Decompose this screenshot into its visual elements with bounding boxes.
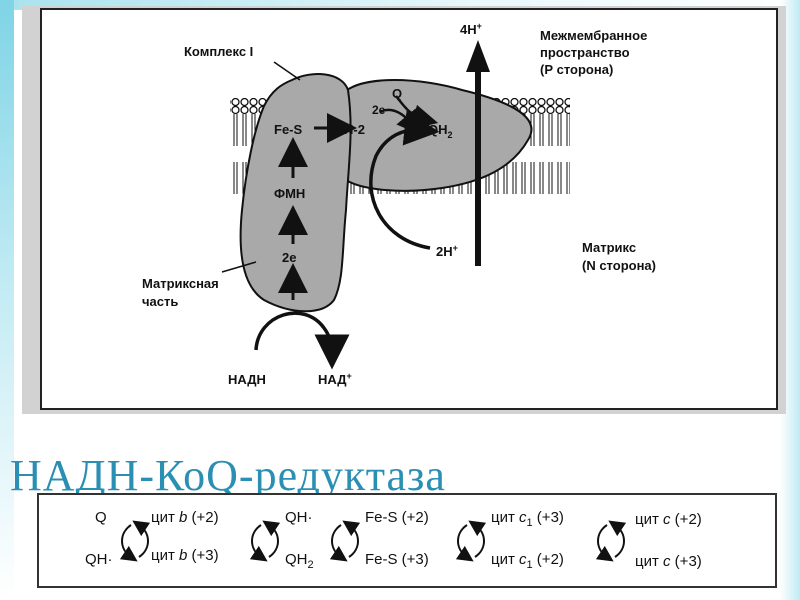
complex-pointer-line <box>273 61 301 81</box>
label-fes: Fe-S <box>274 122 303 137</box>
reaction-cyt-c-plus2: цит c (+2) <box>635 511 702 528</box>
label-matrix-part-2: часть <box>142 294 178 309</box>
arrow-2h-uptake <box>369 110 440 250</box>
reaction-2-arrow-left <box>249 524 268 562</box>
reaction-arrows-svg <box>119 520 627 562</box>
reaction-fes-plus3: Fe-S (+3) <box>365 551 429 568</box>
reaction-4-arrow-left <box>455 524 474 562</box>
reaction-5-arrow-left <box>595 524 614 562</box>
label-2h: 2H+ <box>436 243 458 259</box>
label-qh2: QH2 <box>428 122 453 140</box>
reaction-5-arrow-right <box>608 520 627 558</box>
slide-title: НАДН-КоQ-редуктаза <box>10 451 446 500</box>
figure-complex-i-diagram: Комплекс I Fe-S N-2 2e Q QH2 ФМН 2e 4H+ … <box>40 8 778 410</box>
reaction-cyt-c-plus3: цит c (+3) <box>635 553 702 570</box>
reaction-4-arrow-right <box>468 520 487 558</box>
label-4h: 4H+ <box>460 21 482 37</box>
label-intermembrane-2: пространство <box>540 45 630 60</box>
label-nad: НАД+ <box>318 371 352 387</box>
reaction-2-arrow-right <box>262 520 281 558</box>
reaction-q: Q <box>95 509 107 526</box>
label-2e-top: 2e <box>372 103 386 117</box>
label-complex-i: Комплекс I <box>184 44 253 59</box>
label-nadh: НАДН <box>228 372 266 387</box>
reaction-3-arrow-right <box>342 520 361 558</box>
reaction-cyt-b-plus2: цит b (+2) <box>151 509 219 526</box>
reaction-qh-radical: QH· <box>85 551 113 568</box>
reaction-cyt-c1-plus3: цит c1 (+3) <box>491 509 564 529</box>
decorative-left-bar <box>0 0 14 600</box>
reaction-1-arrow-right <box>132 520 151 558</box>
label-intermembrane-1: Межмембранное <box>540 28 647 43</box>
label-q: Q <box>392 86 402 101</box>
label-n2: N-2 <box>344 122 365 137</box>
label-2e: 2e <box>282 250 296 265</box>
matrix-part-pointer-line <box>221 261 257 273</box>
reaction-cyt-b-plus3: цит b (+3) <box>151 547 219 564</box>
label-intermembrane-3: (Р сторона) <box>540 62 613 77</box>
reaction-3-arrow-left <box>329 524 348 562</box>
reaction-qh-radical-2: QH· <box>285 509 313 526</box>
reaction-cyt-c1-plus2: цит c1 (+2) <box>491 551 564 571</box>
label-matrix-part-1: Матриксная <box>142 276 219 291</box>
reaction-1-arrow-left <box>119 524 138 562</box>
arrow-nadh-oxidation <box>254 311 350 370</box>
redox-reactions-box: Q QH· цит b (+2) цит b (+3) QH· QH2 Fe-S… <box>37 493 777 588</box>
complex-i-svg: Комплекс I Fe-S N-2 2e Q QH2 ФМН 2e 4H+ … <box>142 21 656 387</box>
reaction-qh2: QH2 <box>285 551 314 571</box>
arrow-4h-pump-head <box>466 40 490 72</box>
label-fmn: ФМН <box>274 186 305 201</box>
label-matrix-1: Матрикс <box>582 240 636 255</box>
complex-i-matrix-arm <box>239 73 352 313</box>
decorative-top-bar <box>0 0 800 10</box>
reaction-fes-plus2: Fe-S (+2) <box>365 509 429 526</box>
label-matrix-2: (N сторона) <box>582 258 656 273</box>
